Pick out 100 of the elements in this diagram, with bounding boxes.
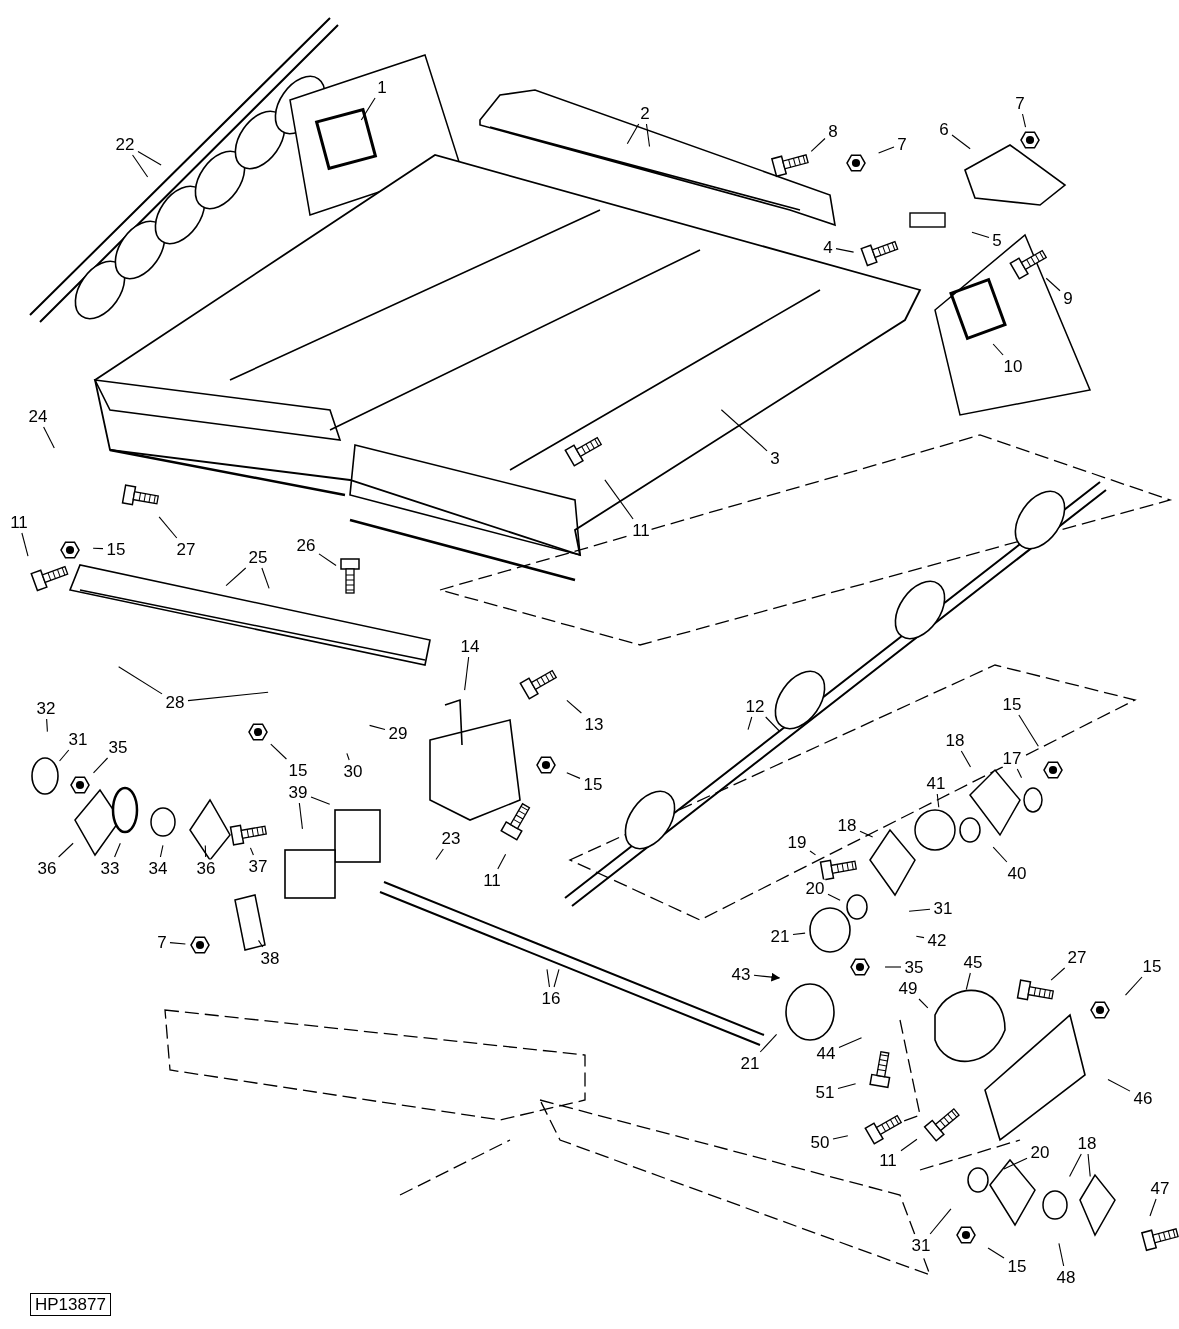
callout-number: 4 — [822, 238, 834, 256]
leader-line — [859, 830, 874, 838]
callout-number: 33 — [99, 859, 121, 877]
leader-line — [257, 939, 264, 948]
leader-line — [43, 426, 55, 449]
leader-line — [261, 567, 270, 589]
leader-line — [318, 553, 337, 567]
callout-number: 22 — [114, 135, 136, 153]
callout-number: 41 — [925, 774, 947, 792]
callout-number: 46 — [1132, 1089, 1154, 1107]
callout-number: 20 — [1029, 1143, 1051, 1161]
leader-line — [878, 146, 895, 154]
leader-line — [270, 743, 287, 760]
leader-line — [58, 842, 74, 858]
callout-number: 19 — [786, 833, 808, 851]
callout-number: 3 — [769, 449, 781, 467]
callout-number: 36 — [36, 859, 58, 877]
callout-number: 29 — [387, 724, 409, 742]
callout-number: 27 — [175, 540, 197, 558]
leader-line — [204, 844, 207, 858]
leader-line — [1087, 1153, 1091, 1178]
leader-line — [1058, 1242, 1065, 1267]
callout-number: 6 — [938, 120, 950, 138]
callout-number: 39 — [287, 783, 309, 801]
leader-line — [1107, 1078, 1131, 1092]
callout-number: 16 — [540, 989, 562, 1007]
callout-number: 15 — [287, 761, 309, 779]
leader-line — [929, 1208, 952, 1235]
leader-line — [1045, 277, 1061, 292]
leader-line — [747, 716, 753, 731]
leader-line — [169, 942, 186, 945]
leader-line — [92, 757, 109, 774]
leader-line — [249, 847, 254, 856]
callout-number: 7 — [896, 135, 908, 153]
callout-number: 18 — [836, 816, 858, 834]
leader-line — [810, 137, 826, 152]
leader-line — [884, 966, 902, 968]
callout-number: 15 — [1001, 695, 1023, 713]
leader-line — [464, 656, 470, 691]
leader-line — [1050, 967, 1066, 981]
callout-number: 15 — [105, 540, 127, 558]
callout-number: 7 — [156, 933, 168, 951]
leader-line — [158, 516, 178, 539]
leader-line — [137, 151, 162, 166]
leader-line — [566, 772, 581, 779]
leader-line — [1149, 1198, 1157, 1217]
leader-line — [310, 796, 331, 805]
leader-line — [837, 1083, 857, 1090]
leader-line — [987, 1247, 1005, 1259]
callout-number: 27 — [1066, 948, 1088, 966]
callout-number: 21 — [739, 1054, 761, 1072]
callout-number: 11 — [482, 871, 502, 889]
callout-number: 9 — [1062, 289, 1074, 307]
callout-number: 36 — [195, 859, 217, 877]
callout-number: 2 — [639, 104, 651, 122]
callout-number: 23 — [440, 829, 462, 847]
leader-line — [187, 691, 269, 702]
leader-line — [132, 154, 149, 178]
leader-line — [626, 123, 640, 145]
callout-number: 14 — [459, 637, 481, 655]
callout-number: 38 — [259, 949, 281, 967]
callout-number: 31 — [932, 899, 954, 917]
callout-number: 49 — [897, 979, 919, 997]
callout-number: 5 — [991, 231, 1003, 249]
callout-number: 18 — [1076, 1134, 1098, 1152]
callout-number: 15 — [1141, 957, 1163, 975]
leader-line — [604, 479, 634, 520]
callout-number: 21 — [769, 927, 791, 945]
callout-number: 12 — [744, 697, 766, 715]
callout-number: 26 — [295, 536, 317, 554]
callout-number: 35 — [107, 738, 129, 756]
leader-line — [992, 846, 1008, 863]
callout-number: 47 — [1149, 1179, 1171, 1197]
callout-number: 40 — [1006, 864, 1028, 882]
leader-line — [753, 972, 781, 982]
leader-line — [92, 547, 104, 550]
callout-number: 11 — [631, 521, 651, 539]
leader-line — [759, 1033, 778, 1053]
callout-number: 31 — [910, 1236, 932, 1254]
leader-line — [1069, 1153, 1082, 1178]
callout-number: 35 — [903, 958, 925, 976]
leader-line — [21, 532, 29, 557]
leader-line — [159, 844, 164, 858]
callout-number: 45 — [962, 953, 984, 971]
leader-line — [46, 718, 48, 733]
leader-line — [225, 567, 247, 587]
callout-number: 1 — [376, 78, 388, 96]
leader-line — [1016, 768, 1023, 779]
leader-line — [951, 134, 971, 150]
leader-line — [838, 1037, 863, 1048]
leader-line — [645, 123, 651, 148]
callout-number: 18 — [944, 731, 966, 749]
leader-line — [792, 932, 806, 936]
callout-number: 25 — [247, 548, 269, 566]
callout-number: 15 — [1006, 1257, 1028, 1275]
callout-number: 11 — [9, 513, 29, 531]
leader-line — [720, 409, 768, 452]
leader-line — [918, 998, 929, 1009]
callout-number: 30 — [342, 762, 364, 780]
callout-number: 32 — [35, 699, 57, 717]
